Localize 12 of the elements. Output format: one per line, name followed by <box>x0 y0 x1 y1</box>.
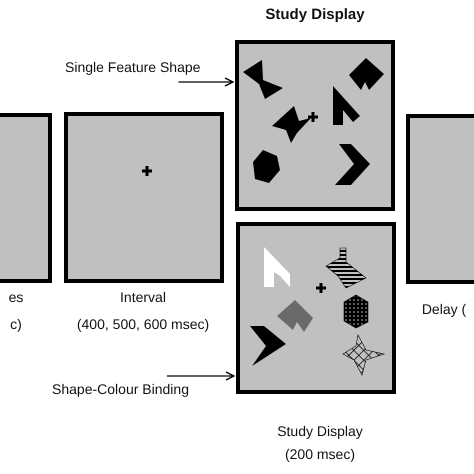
panel-caption: (200 msec) <box>284 446 356 462</box>
panel-caption: Study Display <box>265 6 365 23</box>
arrow <box>178 77 234 87</box>
panel-caption: es <box>8 289 24 305</box>
panel-caption: Interval <box>120 289 166 305</box>
annotation-label: Single Feature Shape <box>65 59 200 75</box>
panel-caption: c) <box>10 316 22 332</box>
panel-caption: (400, 500, 600 msec) <box>76 316 210 332</box>
panel-caption: Delay ( <box>422 301 466 317</box>
arrow <box>166 371 235 381</box>
panel-caption: Study Display <box>277 423 363 439</box>
annotation-label: Shape-Colour Binding <box>52 381 189 397</box>
